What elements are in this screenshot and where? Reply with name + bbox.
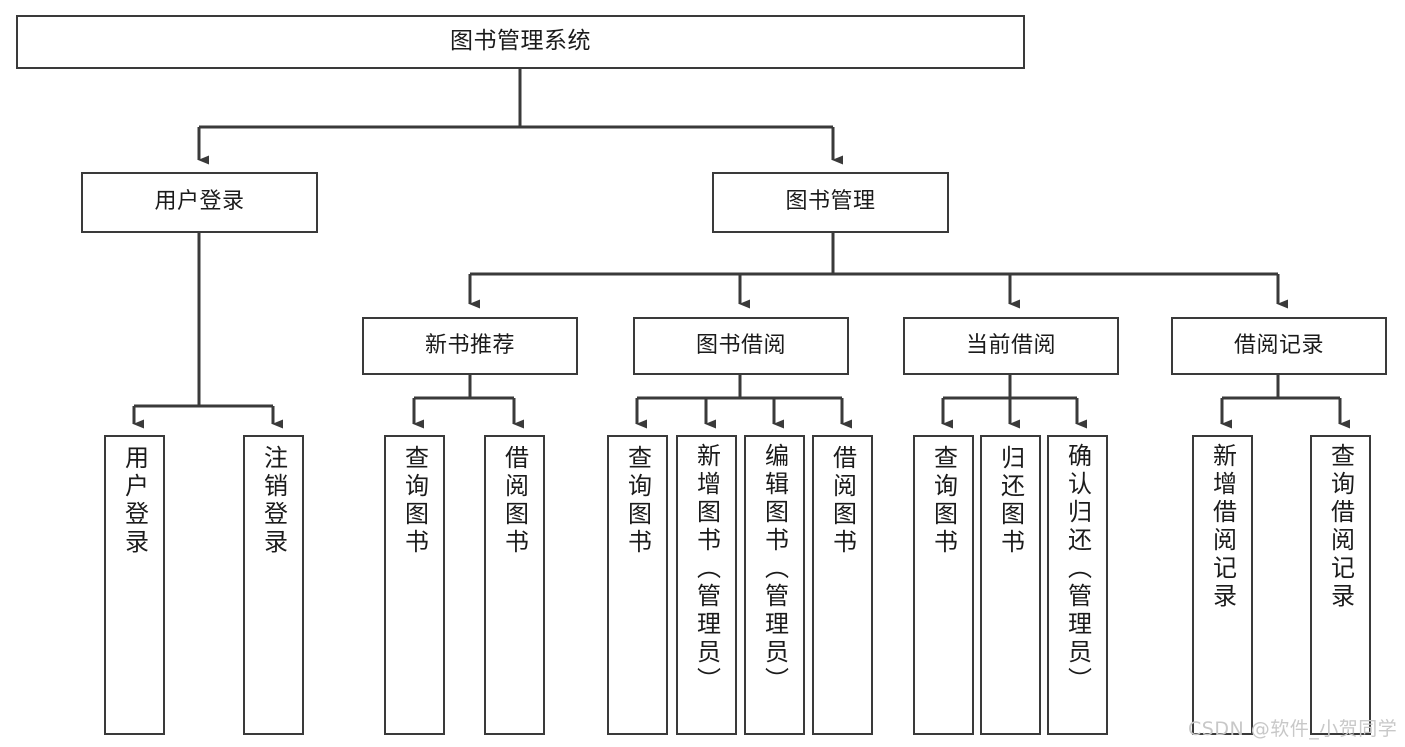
- node-label: 确认归还（管理员）: [1063, 443, 1092, 695]
- leaf-borrow-record-query-record[interactable]: 查询借阅记录: [1310, 435, 1371, 735]
- node-label: 新增图书（管理员）: [692, 443, 721, 695]
- node-borrow-record[interactable]: 借阅记录: [1171, 317, 1387, 375]
- node-book-borrow[interactable]: 图书借阅: [633, 317, 849, 375]
- node-label: 当前借阅: [965, 332, 1056, 358]
- node-label: 注销登录: [259, 445, 288, 557]
- leaf-user-login-login[interactable]: 用户登录: [104, 435, 165, 735]
- node-label: 图书借阅: [695, 332, 786, 358]
- node-new-book-recommend[interactable]: 新书推荐: [362, 317, 578, 375]
- node-label: 借阅图书: [828, 445, 857, 557]
- node-label: 用户登录: [154, 189, 245, 215]
- leaf-book-borrow-add-book[interactable]: 新增图书（管理员）: [676, 435, 737, 735]
- node-label: 图书管理系统: [450, 28, 591, 55]
- leaf-book-borrow-query-book[interactable]: 查询图书: [607, 435, 668, 735]
- node-label: 查询图书: [929, 445, 958, 557]
- node-label: 借阅记录: [1233, 332, 1324, 358]
- node-label: 新书推荐: [424, 332, 515, 358]
- node-label: 借阅图书: [500, 445, 529, 557]
- node-label: 查询图书: [400, 445, 429, 557]
- node-user-login[interactable]: 用户登录: [81, 172, 318, 233]
- leaf-borrow-record-add-record[interactable]: 新增借阅记录: [1192, 435, 1253, 735]
- leaf-new-book-borrow-book[interactable]: 借阅图书: [484, 435, 545, 735]
- leaf-current-borrow-query-book[interactable]: 查询图书: [913, 435, 974, 735]
- node-book-management[interactable]: 图书管理: [712, 172, 949, 233]
- leaf-current-borrow-confirm-return[interactable]: 确认归还（管理员）: [1047, 435, 1108, 735]
- node-label: 查询借阅记录: [1326, 443, 1355, 611]
- leaf-current-borrow-return-book[interactable]: 归还图书: [980, 435, 1041, 735]
- node-label: 用户登录: [120, 445, 149, 557]
- node-label: 查询图书: [623, 445, 652, 557]
- leaf-book-borrow-borrow-book[interactable]: 借阅图书: [812, 435, 873, 735]
- node-label: 归还图书: [996, 445, 1025, 557]
- node-label: 新增借阅记录: [1208, 443, 1237, 611]
- node-root-system[interactable]: 图书管理系统: [16, 15, 1025, 69]
- leaf-user-login-logout[interactable]: 注销登录: [243, 435, 304, 735]
- node-label: 编辑图书（管理员）: [760, 443, 789, 695]
- leaf-new-book-query-book[interactable]: 查询图书: [384, 435, 445, 735]
- node-current-borrow[interactable]: 当前借阅: [903, 317, 1119, 375]
- leaf-book-borrow-edit-book[interactable]: 编辑图书（管理员）: [744, 435, 805, 735]
- node-label: 图书管理: [785, 189, 876, 215]
